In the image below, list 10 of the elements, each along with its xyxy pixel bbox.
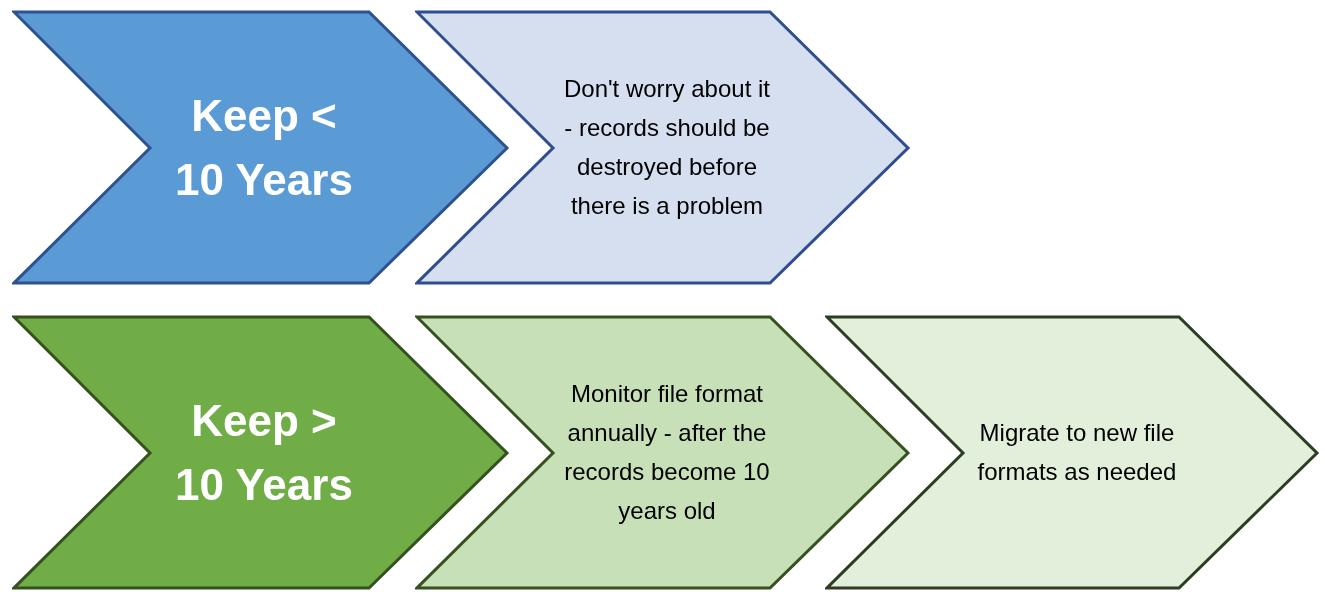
chevron-shape — [12, 10, 510, 286]
chevron-shape — [825, 315, 1320, 591]
chevron-label: Keep > 10 Years — [174, 395, 354, 511]
chevron-label: Keep < 10 Years — [174, 90, 354, 206]
chevron-shape — [12, 315, 510, 591]
chevron-label: Migrate to new file formats as needed — [976, 418, 1178, 487]
chevron-shape — [415, 10, 911, 286]
chevron-label: Don't worry about it - records should be destroyed before there is a problem — [563, 74, 771, 221]
chevron-label: Monitor file format annually - after the records become 10 years old — [563, 379, 771, 526]
chevron-shape — [415, 315, 911, 591]
